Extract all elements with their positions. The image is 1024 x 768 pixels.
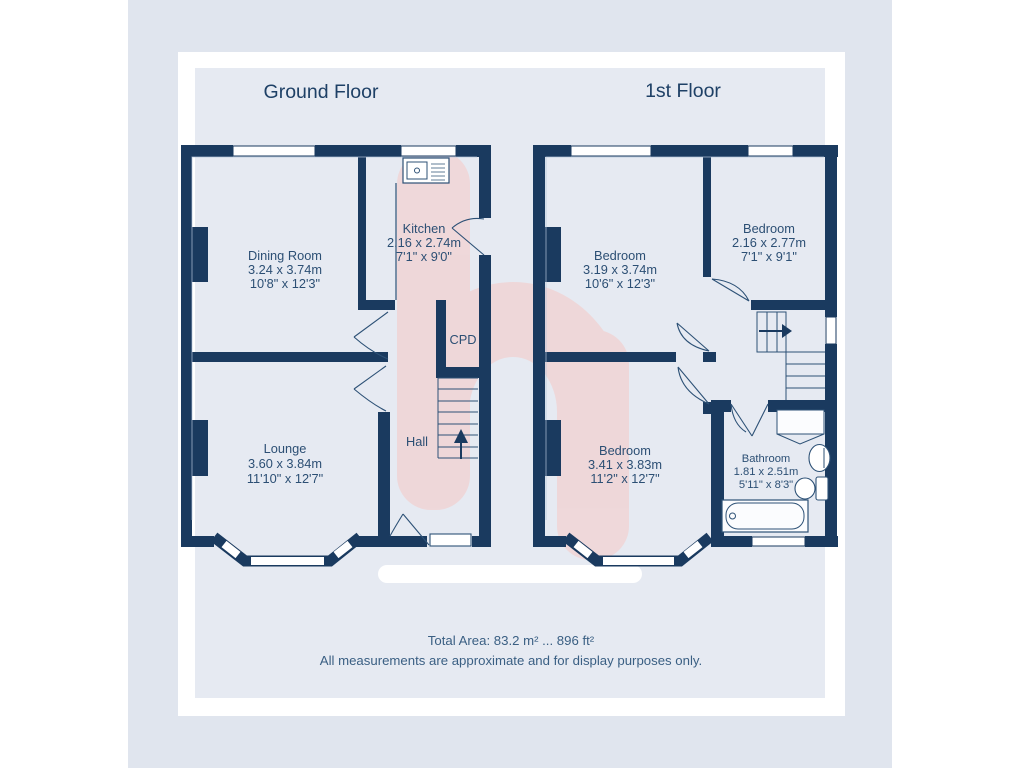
ground-floor-bay-window	[210, 532, 364, 567]
lounge-name: Lounge	[264, 441, 307, 456]
lounge-metric: 3.60 x 3.84m	[248, 456, 322, 471]
kitchen-name: Kitchen	[403, 221, 446, 236]
first-floor-bay-window	[562, 532, 714, 567]
disclaimer-text: All measurements are approximate and for…	[320, 653, 702, 668]
ground-floor-walls	[181, 145, 491, 547]
bathroom-imperial: 5'11" x 8'3"	[739, 479, 793, 491]
ground-floor-inner-edge	[191, 156, 477, 520]
bedroom1-name: Bedroom	[594, 248, 646, 263]
dining-room-imperial: 10'8" x 12'3"	[250, 276, 320, 291]
kitchen-imperial: 7'1" x 9'0"	[396, 249, 452, 264]
first-floor-title: 1st Floor	[645, 80, 721, 102]
bathroom-metric: 1.81 x 2.51m	[734, 466, 799, 478]
ground-floor-plan: Ground Floor Dining Room 3.24 x 3.74m 10…	[181, 81, 491, 567]
bedroom2-imperial: 7'1" x 9'1"	[741, 249, 797, 264]
bedroom3-imperial: 11'2" x 12'7"	[590, 471, 659, 486]
first-floor-labels: 1st Floor Bedroom 3.19 x 3.74m 10'6" x 1…	[583, 80, 806, 491]
first-floor-walls	[533, 145, 838, 547]
bedroom3-name: Bedroom	[599, 443, 651, 458]
dining-room-metric: 3.24 x 3.74m	[248, 262, 322, 277]
bedroom2-name: Bedroom	[743, 221, 795, 236]
toilet-icon	[794, 476, 829, 501]
bedroom3-metric: 3.41 x 3.83m	[588, 457, 662, 472]
first-floor-windows	[570, 145, 837, 547]
kitchen-metric: 2.16 x 2.74m	[387, 235, 461, 250]
bathtub-icon	[721, 499, 809, 533]
plan-panel	[195, 68, 825, 698]
front-door	[429, 533, 472, 547]
dining-room-name: Dining Room	[248, 248, 322, 263]
watermark-cover-pill	[378, 565, 642, 583]
stairs-right-arrow-icon	[759, 324, 792, 338]
stairs-up-arrow-icon	[454, 429, 468, 459]
watermark-h-icon	[397, 150, 629, 560]
kitchen-sink-icon	[402, 157, 450, 184]
ground-floor-door-arcs	[353, 217, 485, 546]
cupboard-label: CPD	[449, 332, 476, 347]
bathroom-fixtures	[721, 409, 831, 533]
ground-floor-title: Ground Floor	[264, 81, 379, 103]
first-floor-plan: 1st Floor Bedroom 3.19 x 3.74m 10'6" x 1…	[533, 80, 838, 567]
ground-floor-windows	[232, 145, 457, 157]
bedroom1-metric: 3.19 x 3.74m	[583, 262, 657, 277]
ground-floor-labels: Ground Floor Dining Room 3.24 x 3.74m 10…	[247, 81, 477, 486]
total-area-text: Total Area: 83.2 m² ... 896 ft²	[428, 633, 595, 648]
footer: Total Area: 83.2 m² ... 896 ft² All meas…	[320, 633, 702, 668]
first-floor-inner-edge	[545, 156, 824, 520]
bedroom2-metric: 2.16 x 2.77m	[732, 235, 806, 250]
lounge-imperial: 11'10" x 12'7"	[247, 471, 323, 486]
bedroom1-imperial: 10'6" x 12'3"	[585, 276, 655, 291]
bathroom-name: Bathroom	[742, 453, 791, 465]
basin-icon	[808, 443, 831, 473]
hall-label: Hall	[406, 434, 428, 449]
airing-cupboard-icon	[776, 409, 825, 445]
first-floor-door-arcs	[676, 278, 769, 437]
